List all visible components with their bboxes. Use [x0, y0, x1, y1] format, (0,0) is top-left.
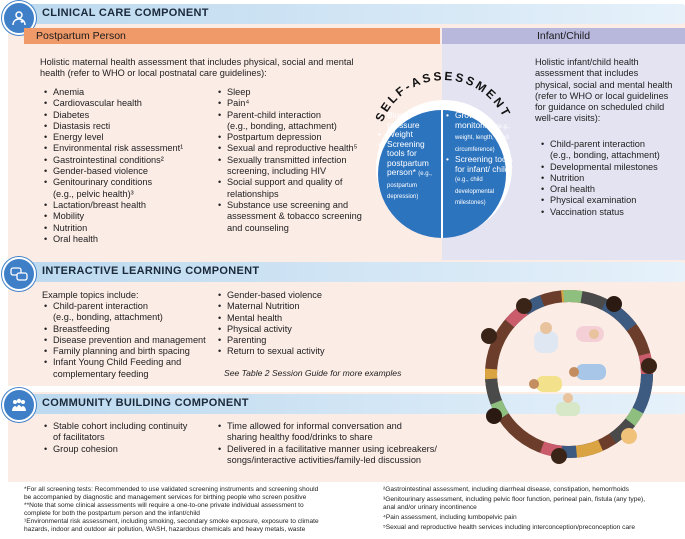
list-item: Lactation/breast health [44, 200, 219, 212]
list-item-cont: sharing healthy food/drinks to share [227, 432, 373, 443]
list-item: Child-parent interaction [541, 139, 681, 151]
list-item: Environmental risk assessment¹ [44, 143, 219, 155]
list-item: Oral health [44, 234, 219, 246]
clinical-header-bar: CLINICAL CARE COMPONENT [24, 4, 685, 24]
note: (e.g., postpartum depression) [387, 171, 432, 200]
list-item: Sexually transmitted infection [218, 155, 378, 167]
infant-intro: Holistic infant/child health assessment … [535, 57, 673, 124]
list-item: Diabetes [44, 110, 219, 122]
list-item-cont: complementary feeding [53, 368, 149, 379]
list-item: Vaccination status [541, 207, 681, 219]
postpartum-list-1: Anemia Cardiovascular health Diabetes Di… [44, 87, 219, 245]
footnote: ³Genitourinary assessment, including pel… [383, 496, 646, 503]
footnote: anal and/or urinary incontinence [383, 504, 477, 511]
postpartum-list-2: Sleep Pain⁴ Parent-child interaction (e.… [218, 87, 378, 234]
list-item: Pain⁴ [218, 98, 378, 110]
list-item: Weight [378, 129, 440, 140]
list-item: Substance use screening and [218, 200, 378, 212]
list-item-cont: and counseling [227, 222, 289, 233]
list-item-cont: of facilitators [53, 432, 105, 443]
list-item: Cardiovascular health [44, 98, 219, 110]
list-item: Mobility [44, 211, 219, 223]
list-item: Anemia [44, 87, 219, 99]
footnote: be accompanied by diagnostic and managem… [24, 494, 307, 501]
footnote: ²Gastrointestinal assessment, including … [383, 486, 629, 493]
list-item: Nutrition [541, 173, 681, 185]
list-item-cont: songs/interactive activities/family-led … [227, 454, 422, 465]
chat-icon [2, 257, 36, 291]
community-title: COMMUNITY BUILDING COMPONENT [42, 397, 249, 409]
list-item: Child-parent interaction [44, 301, 224, 313]
list-item: Screening tools for postpartum person* (… [378, 139, 440, 203]
list-item-cont: (e.g., bonding, attachment) [550, 150, 660, 161]
list-item: Growth monitoring (e.g., weight, length,… [446, 110, 518, 155]
list-item: Diastasis recti [44, 121, 219, 133]
list-item: Time allowed for informal conversation a… [218, 421, 478, 433]
list-item: Delivered in a facilitative manner using… [218, 444, 478, 456]
postpartum-intro: Holistic maternal health assessment that… [40, 57, 354, 79]
list-item: Stable cohort including continuity [44, 421, 224, 433]
footnotes-left: *For all screening tests: Recommended to… [24, 486, 369, 534]
interactive-title: INTERACTIVE LEARNING COMPONENT [42, 265, 260, 277]
community-icon [2, 388, 36, 422]
list-item: Mental health [218, 313, 378, 325]
list-item-cont: assessment & tobacco screening [227, 211, 362, 222]
list-item: Developmental milestones [541, 162, 681, 174]
list-item: Return to sexual activity [218, 346, 378, 358]
list-item: Blood pressure [378, 110, 440, 130]
list-item-cont: (e.g., bonding, attachment) [227, 120, 337, 131]
interactive-note: See Table 2 Session Guide for more examp… [224, 368, 402, 378]
footnote: **Note that some clinical assessments wi… [24, 502, 304, 509]
community-list-2: Time allowed for informal conversation a… [218, 421, 478, 466]
list-item: Breastfeeding [44, 324, 224, 336]
list-item: Gastrointestinal conditions² [44, 155, 219, 167]
interactive-header-bar: INTERACTIVE LEARNING COMPONENT [24, 262, 685, 282]
circle-of-people-illustration [481, 290, 657, 464]
list-item: Gender-based violence [218, 290, 378, 302]
list-item: Family planning and birth spacing [44, 346, 224, 358]
list-item: Energy level [44, 132, 219, 144]
list-item-cont: relationships [227, 188, 279, 199]
list-item: Sexual and reproductive health⁵ [218, 143, 378, 155]
list-item: Postpartum depression [218, 132, 378, 144]
footnote: ¹Environmental risk assessment, includin… [24, 518, 319, 525]
list-item: Screening tools for infant/ child* (e.g.… [446, 154, 518, 209]
list-item: Sleep [218, 87, 378, 99]
list-item: Physical examination [541, 195, 681, 207]
self-assessment-right: Growth monitoring (e.g., weight, length,… [446, 110, 518, 209]
list-item: Disease prevention and management [44, 335, 224, 347]
note: (e.g., child developmental milestones) [455, 177, 495, 206]
list-item-cont: screening, including HIV [227, 166, 327, 177]
footnote: complete for both the postpartum person … [24, 510, 200, 517]
footnote: hazards, indoor and outdoor air pollutio… [24, 526, 306, 533]
infant-header: Infant/Child [442, 28, 685, 44]
footnote: ⁴Pain assessment, including lumbopelvic … [383, 514, 517, 521]
clinical-title: CLINICAL CARE COMPONENT [42, 7, 209, 19]
list-item: Parent-child interaction [218, 110, 378, 122]
footnote: *For all screening tests: Recommended to… [24, 486, 319, 493]
list-item: Nutrition [44, 223, 219, 235]
postpartum-header: Postpartum Person [24, 28, 440, 44]
note: (e.g., weight, length, head circumferenc… [455, 123, 511, 153]
list-item: Genitourinary conditions [44, 177, 219, 189]
list-item: Maternal Nutrition [218, 301, 378, 313]
self-assessment-left: Blood pressure Weight Screening tools fo… [378, 110, 440, 203]
interactive-list-1: Child-parent interaction (e.g., bonding,… [44, 301, 224, 380]
interactive-list-2: Gender-based violence Maternal Nutrition… [218, 290, 378, 358]
list-item: Physical activity [218, 324, 378, 336]
list-item: Oral health [541, 184, 681, 196]
list-item: Group cohesion [44, 444, 224, 456]
footnotes-right: ²Gastrointestinal assessment, including … [383, 486, 683, 532]
interactive-intro: Example topics include: [42, 290, 139, 300]
list-item: Parenting [218, 335, 378, 347]
list-item-cont: (e.g., bonding, attachment) [53, 312, 163, 323]
list-item: Social support and quality of [218, 177, 378, 189]
footnote: ⁵Sexual and reproductive health services… [383, 524, 635, 531]
community-header-bar: COMMUNITY BUILDING COMPONENT [24, 394, 685, 414]
list-item: Gender-based violence [44, 166, 219, 178]
infant-list: Child-parent interaction (e.g., bonding,… [541, 139, 681, 218]
list-item: Infant Young Child Feeding and [44, 357, 224, 369]
list-item-cont: (e.g., pelvic health)³ [53, 188, 134, 199]
community-list-1: Stable cohort including continuity of fa… [44, 421, 224, 455]
